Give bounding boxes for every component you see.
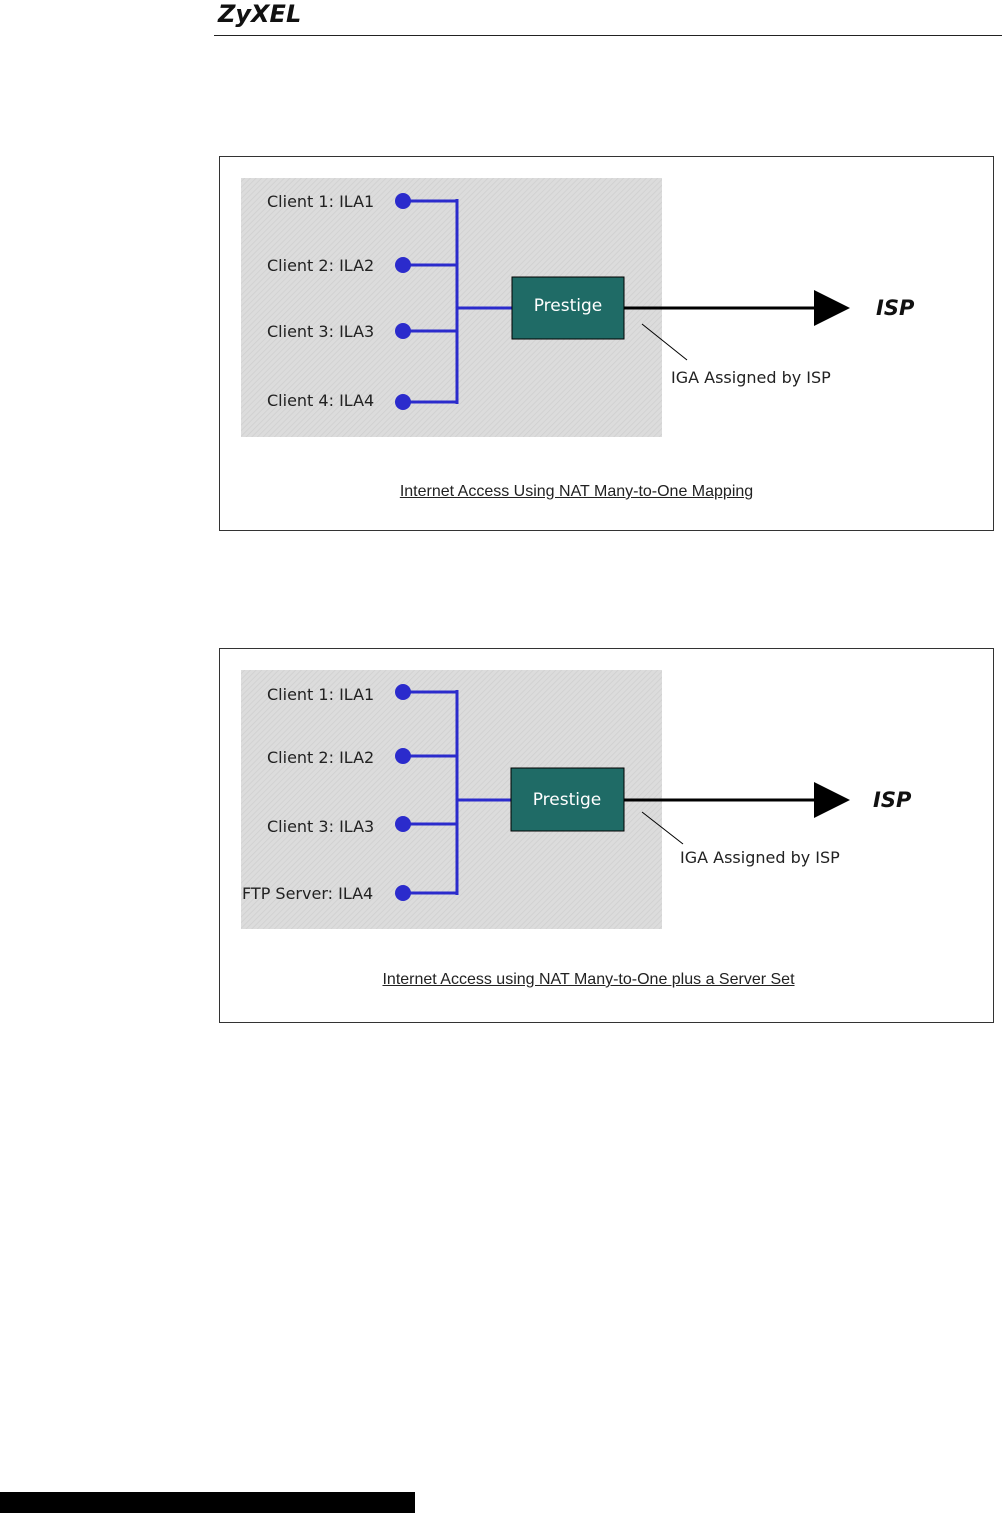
client-node xyxy=(395,323,411,339)
figure-nat-many-to-one-server-set: Client 1: ILA1 Client 2: ILA2 Client 3: … xyxy=(219,648,994,1023)
client-label: Client 2: ILA2 xyxy=(267,748,374,767)
client-label: Client 3: ILA3 xyxy=(267,817,374,836)
isp-label: ISP xyxy=(876,296,915,320)
client-label: Client 1: ILA1 xyxy=(267,685,374,704)
figure-nat-many-to-one: Client 1: ILA1 Client 2: ILA2 Client 3: … xyxy=(219,156,994,531)
client-node xyxy=(395,193,411,209)
isp-label: ISP xyxy=(873,788,912,812)
lan-links xyxy=(403,199,512,404)
server-label: FTP Server: ILA4 xyxy=(242,884,373,903)
network-diagram-1: Client 1: ILA1 Client 2: ILA2 Client 3: … xyxy=(241,178,915,437)
client-label: Client 2: ILA2 xyxy=(267,256,374,275)
client-node xyxy=(395,748,411,764)
annotation-leader xyxy=(641,323,688,361)
figure-caption: Internet Access using NAT Many-to-One pl… xyxy=(382,971,795,988)
annotation-leader xyxy=(641,811,684,845)
client-node xyxy=(395,257,411,273)
client-label: Client 1: ILA1 xyxy=(267,192,374,211)
router-label: Prestige xyxy=(533,790,602,810)
network-diagram-2: Client 1: ILA1 Client 2: ILA2 Client 3: … xyxy=(241,670,912,929)
iga-label: IGA Assigned by ISP xyxy=(671,368,831,387)
client-node xyxy=(395,394,411,410)
router-label: Prestige xyxy=(534,296,603,316)
client-label: Client 4: ILA4 xyxy=(267,391,374,410)
figure-caption: Internet Access Using NAT Many-to-One Ma… xyxy=(399,483,754,500)
server-node xyxy=(395,885,411,901)
zyxel-logo: ZyXEL xyxy=(218,0,302,28)
footer-bar xyxy=(0,1492,415,1513)
client-node xyxy=(395,816,411,832)
iga-label: IGA Assigned by ISP xyxy=(680,848,840,867)
prestige-router xyxy=(510,767,625,832)
header-divider xyxy=(214,35,1002,36)
client-label: Client 3: ILA3 xyxy=(267,322,374,341)
lan-links xyxy=(403,690,512,895)
client-node xyxy=(395,684,411,700)
